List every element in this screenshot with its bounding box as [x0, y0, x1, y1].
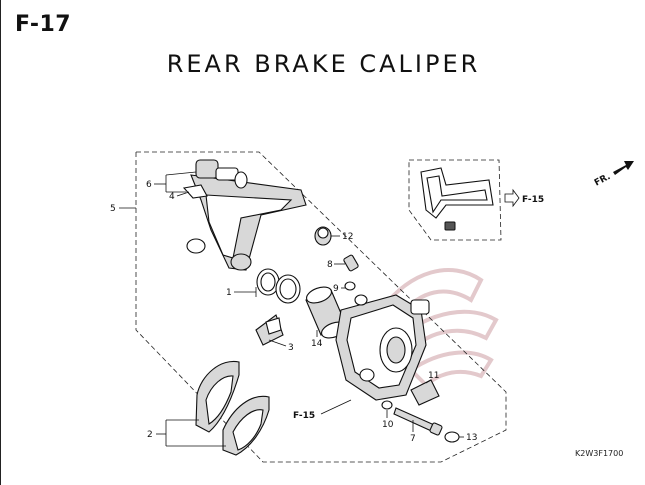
figure-code: F-17 — [15, 12, 72, 37]
callout-number: 13 — [466, 433, 477, 443]
callout-number: 2 — [147, 430, 153, 440]
caliper-body — [335, 294, 430, 401]
callout-number: 8 — [327, 260, 333, 270]
pad-spring — [255, 314, 284, 346]
callout-number: 1 — [226, 288, 232, 298]
direction-label: FR. — [593, 172, 612, 189]
piston-seals — [256, 268, 301, 304]
callout-number: 11 — [428, 371, 439, 381]
reference-f15-top: F-15 — [504, 188, 544, 208]
reference-label: F-15 — [293, 411, 315, 421]
plug — [444, 431, 460, 443]
callout-number: 14 — [311, 339, 323, 349]
callout-number: 5 — [110, 204, 116, 214]
page-title: REAR BRAKE CALIPER — [166, 50, 481, 78]
washer — [381, 400, 393, 410]
callouts: 5 6 4 12 8 9 1 3 — [110, 171, 477, 447]
callout-number: 6 — [146, 180, 152, 190]
callout-number: 12 — [342, 232, 353, 242]
pad-pin — [393, 407, 443, 436]
boot-12 — [314, 226, 332, 246]
callout-number: 4 — [169, 192, 175, 202]
diagram-code: K2W3F1700 — [575, 449, 624, 458]
brake-pads — [195, 360, 270, 456]
callout-number: 9 — [333, 284, 339, 294]
caliper-bracket — [182, 159, 307, 271]
bleeder-parts — [343, 254, 359, 291]
guard-group-boundary — [408, 159, 502, 241]
direction-arrow: FR. — [593, 161, 634, 189]
pin-plug — [410, 379, 440, 406]
callout-number: 3 — [288, 343, 294, 353]
bracket-guard — [420, 167, 494, 231]
reference-f15-bottom: F-15 — [293, 399, 352, 421]
callout-number: 7 — [410, 434, 416, 444]
callout-number: 10 — [382, 420, 394, 430]
reference-label: F-15 — [522, 195, 544, 205]
arrow-icon — [613, 161, 634, 175]
